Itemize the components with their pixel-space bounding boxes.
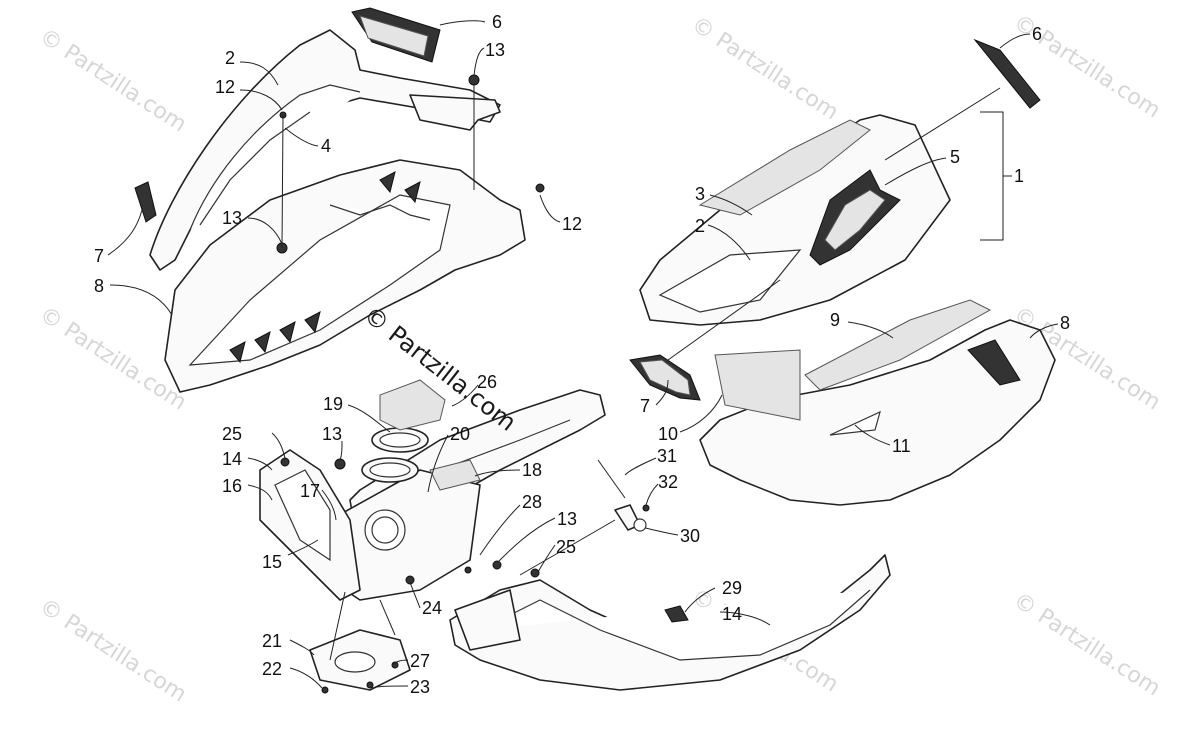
rivet-icon (464, 566, 472, 574)
callout-label: 14 (222, 449, 242, 469)
callout-label: 1 (1014, 166, 1024, 186)
callout-label: 25 (222, 424, 242, 444)
callout-layer: 6 13 2 12 4 13 12 7 8 6 5 1 3 2 9 8 7 10 (94, 12, 1070, 697)
callout-label: 30 (680, 526, 700, 546)
callout-label: 18 (522, 460, 542, 480)
callout-label: 10 (658, 424, 678, 444)
bolt-icon (642, 504, 650, 512)
callout-label: 21 (262, 631, 282, 651)
callout-label: 2 (225, 48, 235, 68)
callout-label: 13 (557, 509, 577, 529)
callout-label: 6 (1032, 24, 1042, 44)
callout-label: 24 (422, 598, 442, 618)
watermark: © Partzilla.com (687, 12, 843, 125)
callout-label: 9 (830, 310, 840, 330)
upper-left-hood-assembly (134, 7, 545, 393)
callout-label: 19 (323, 394, 343, 414)
callout-label: 8 (1060, 313, 1070, 333)
bolt-icon (280, 457, 290, 467)
callout-label: 16 (222, 476, 242, 496)
callout-label: 3 (695, 184, 705, 204)
callout-label: 2 (695, 216, 705, 236)
callout-label: 31 (657, 446, 677, 466)
screw-icon (405, 575, 415, 585)
callout-label: 26 (477, 372, 497, 392)
watermark: © Partzilla.com (35, 594, 191, 707)
callout-label: 7 (94, 246, 104, 266)
nut-icon (468, 74, 480, 86)
callout-label: 13 (485, 40, 505, 60)
callout-label: 27 (410, 651, 430, 671)
callout-label: 12 (562, 214, 582, 234)
callout-label: 12 (215, 77, 235, 97)
callout-label: 32 (658, 472, 678, 492)
callout-label: 22 (262, 659, 282, 679)
callout-label: 7 (640, 396, 650, 416)
callout-label: 13 (322, 424, 342, 444)
callout-label: 25 (556, 537, 576, 557)
rivet-icon (321, 686, 329, 694)
callout-label: 23 (410, 677, 430, 697)
watermark: © Partzilla.com (35, 24, 191, 137)
nut-icon (334, 458, 346, 470)
callout-label: 5 (950, 147, 960, 167)
lower-right-shroud-assembly (449, 459, 891, 691)
upper-right-hood-assembly (629, 38, 1056, 506)
callout-label: 14 (722, 604, 742, 624)
rivet-icon (366, 681, 374, 689)
hood-vents (229, 171, 421, 364)
callout-label: 28 (522, 492, 542, 512)
callout-label: 4 (321, 136, 331, 156)
callout-label: 15 (262, 552, 282, 572)
callout-label: 29 (722, 578, 742, 598)
callout-label: 13 (222, 208, 242, 228)
bolt-icon (535, 183, 545, 193)
watermark: © Partzilla.com (1009, 588, 1165, 701)
bolt-icon (530, 568, 540, 578)
nut-icon (492, 560, 502, 570)
callout-label: 6 (492, 12, 502, 32)
callout-label: 11 (892, 436, 911, 456)
callout-label: 20 (450, 424, 470, 444)
callout-label: 8 (94, 276, 104, 296)
callout-label: 17 (300, 481, 320, 501)
